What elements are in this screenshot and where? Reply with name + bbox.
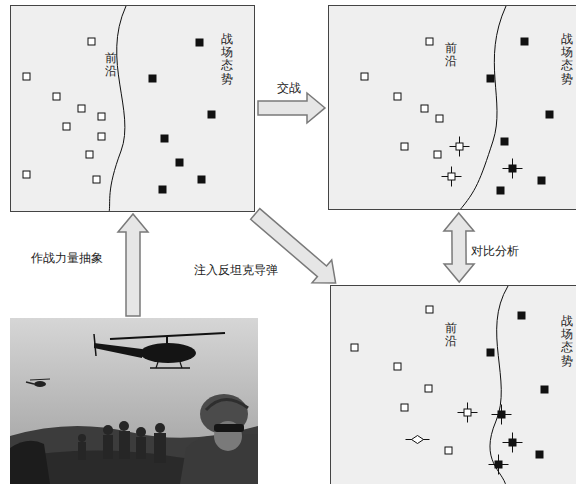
enemy-unit [546, 111, 553, 118]
friendly-unit [445, 447, 452, 454]
friendly-unit [86, 151, 93, 158]
enemy-unit [509, 439, 516, 446]
friendly-unit [456, 143, 463, 150]
enemy-unit [196, 39, 203, 46]
front-line [490, 286, 508, 484]
friendly-unit [93, 176, 100, 183]
friendly-unit [394, 93, 401, 100]
friendly-unit [78, 105, 85, 112]
friendly-unit [448, 173, 455, 180]
situation-panel: 前沿 战场态势 [10, 5, 255, 212]
enemy-unit [161, 135, 168, 142]
enemy-unit [149, 75, 156, 82]
enemy-unit [521, 38, 528, 45]
friendly-unit [426, 306, 433, 313]
enemy-unit [198, 176, 205, 183]
enemy-unit [509, 165, 516, 172]
front-label: 前沿 [105, 52, 117, 78]
friendly-unit [23, 171, 30, 178]
block-arrow [258, 93, 325, 123]
note-label: 作战力量抽象 [30, 250, 104, 267]
enemy-unit [497, 187, 504, 194]
arrow-label: 对比分析 [470, 243, 520, 260]
situation-label: 战场态势 [221, 33, 233, 86]
friendly-unit [426, 38, 433, 45]
arrow-label: 交战 [276, 80, 302, 97]
enemy-unit [487, 349, 494, 356]
friendly-unit [361, 73, 368, 80]
front-line [109, 6, 126, 212]
situation-label: 战场态势 [561, 33, 573, 86]
enemy-unit [159, 186, 166, 193]
enemy-unit [208, 111, 215, 118]
friendly-unit [98, 133, 105, 140]
enemy-unit [538, 177, 545, 184]
situation-label: 战场态势 [561, 315, 573, 368]
friendly-unit [394, 363, 401, 370]
friendly-unit [464, 409, 471, 416]
enemy-unit [501, 138, 508, 145]
friendly-unit [434, 151, 441, 158]
friendly-unit [23, 73, 30, 80]
enemy-unit [487, 75, 494, 82]
enemy-unit [536, 451, 543, 458]
friendly-unit [401, 404, 408, 411]
missile-diamond [412, 436, 424, 444]
enemy-unit [498, 411, 505, 418]
unit-symbols [331, 286, 576, 484]
front-label: 前沿 [445, 322, 457, 348]
soldier-photo [10, 318, 258, 484]
enemy-unit [176, 159, 183, 166]
friendly-unit [53, 93, 60, 100]
friendly-unit [436, 115, 443, 122]
front-label: 前沿 [445, 42, 457, 68]
friendly-unit [421, 105, 428, 112]
friendly-unit [88, 38, 95, 45]
arrow-label: 注入反坦克导弹 [193, 262, 279, 279]
friendly-unit [63, 123, 70, 130]
friendly-unit [98, 113, 105, 120]
situation-panel: 前沿 战场态势 [328, 5, 576, 210]
friendly-unit [425, 385, 432, 392]
front-line [459, 6, 506, 210]
enemy-unit [518, 312, 525, 319]
enemy-unit [541, 386, 548, 393]
unit-symbols [329, 6, 576, 210]
unit-symbols [11, 6, 255, 212]
enemy-unit [495, 461, 502, 468]
friendly-unit [401, 143, 408, 150]
situation-panel: 前沿 战场态势 [330, 285, 576, 484]
friendly-unit [351, 344, 358, 351]
